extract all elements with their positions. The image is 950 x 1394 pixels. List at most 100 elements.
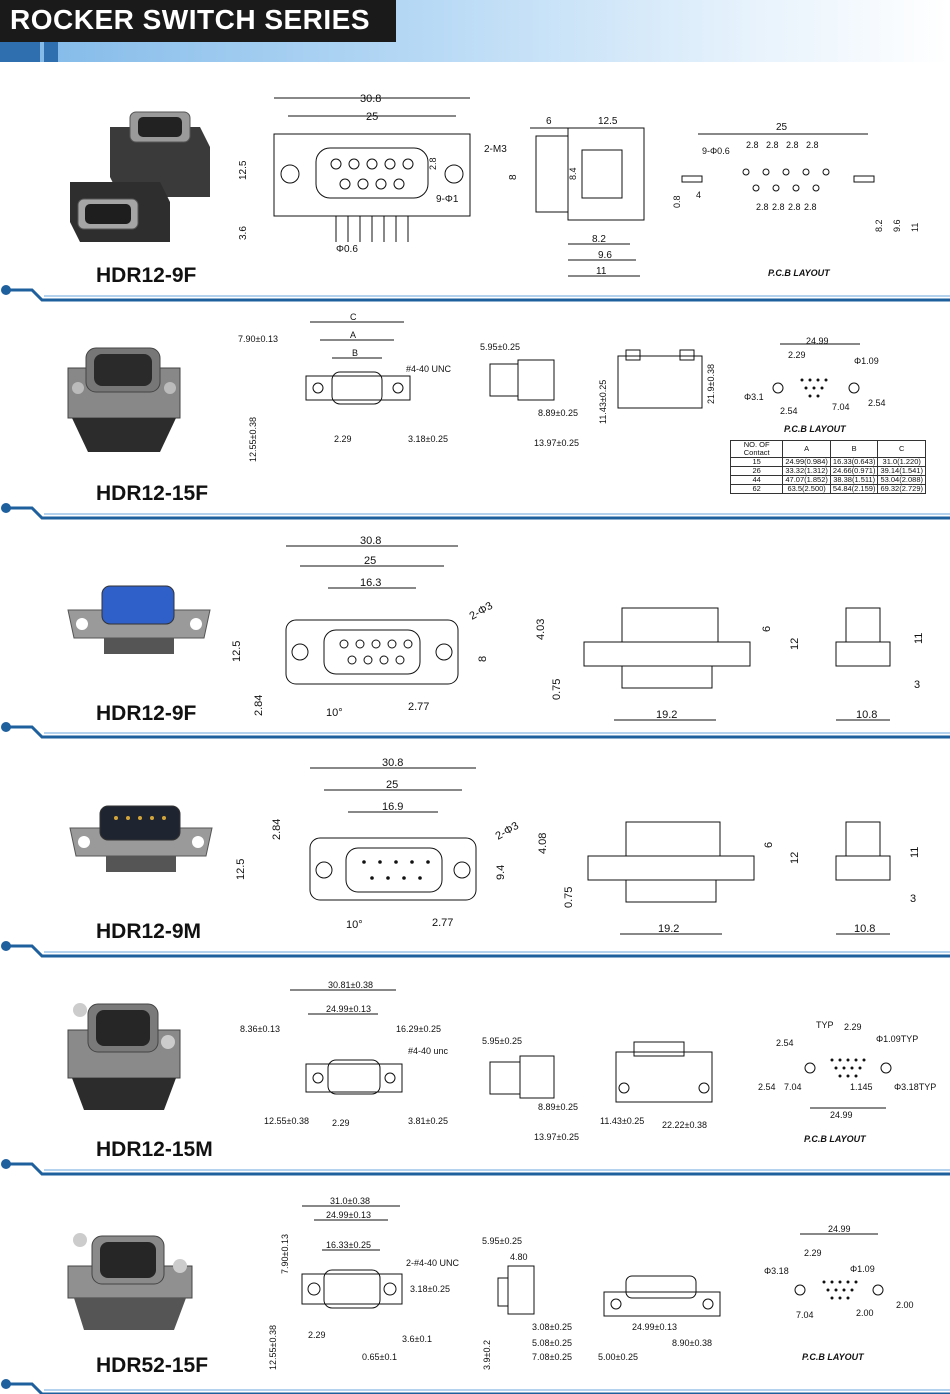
section-divider bbox=[1, 941, 950, 958]
svg-text:4: 4 bbox=[696, 190, 701, 200]
svg-text:30.8: 30.8 bbox=[360, 535, 381, 547]
side-view-drawing: 4.08 0.75 6 12 19.2 bbox=[537, 821, 801, 935]
svg-text:11: 11 bbox=[596, 266, 607, 277]
svg-text:7.04: 7.04 bbox=[832, 402, 850, 412]
front-view-drawing: 30.81±0.38 24.99±0.13 8.36±0.13 16.29±0.… bbox=[240, 980, 449, 1128]
section-divider bbox=[1, 1159, 950, 1176]
svg-text:9.4: 9.4 bbox=[495, 865, 507, 880]
section-hdr12-15f: HDR12-15F C A B 7.90±0.13 #4-40 UNC 12.5… bbox=[0, 302, 950, 520]
svg-text:16.33±0.25: 16.33±0.25 bbox=[326, 1240, 371, 1250]
svg-text:11.43±0.25: 11.43±0.25 bbox=[598, 380, 608, 424]
pcb-layout-drawing: 24.99 2.29 Φ1.09 Φ3.1 2.54 7.04 2.54 P.C… bbox=[744, 336, 886, 434]
svg-text:2-#4-40 UNC: 2-#4-40 UNC bbox=[406, 1258, 460, 1268]
svg-text:A: A bbox=[350, 330, 356, 340]
svg-text:8.89±0.25: 8.89±0.25 bbox=[538, 1102, 578, 1112]
page-title: ROCKER SWITCH SERIES bbox=[10, 4, 371, 35]
svg-text:Φ3.1: Φ3.1 bbox=[744, 392, 764, 402]
pcb-layout-drawing: 25 9-Φ0.6 2.8 2.8 2.8 2.8 0.8 4 2.8 2.8 … bbox=[672, 122, 920, 278]
svg-text:2.29: 2.29 bbox=[804, 1248, 822, 1258]
svg-text:7.90±0.13: 7.90±0.13 bbox=[238, 334, 278, 344]
svg-text:25: 25 bbox=[366, 111, 378, 123]
model-label: HDR12-9M bbox=[96, 920, 202, 943]
svg-text:4.80: 4.80 bbox=[510, 1252, 528, 1262]
svg-text:7.04: 7.04 bbox=[784, 1082, 802, 1092]
svg-text:25: 25 bbox=[364, 555, 376, 567]
model-label: HDR12-9F bbox=[96, 264, 197, 287]
svg-text:8.36±0.13: 8.36±0.13 bbox=[240, 1024, 280, 1034]
svg-text:8: 8 bbox=[477, 656, 489, 662]
svg-text:2-M3: 2-M3 bbox=[484, 144, 507, 155]
connector-photo bbox=[67, 585, 211, 654]
svg-text:21.9±0.38: 21.9±0.38 bbox=[706, 364, 716, 404]
svg-text:8.2: 8.2 bbox=[592, 234, 606, 245]
svg-text:2.8: 2.8 bbox=[786, 140, 799, 150]
side-view-drawing: 6 12.5 8 8.4 8.2 9.6 11 bbox=[508, 116, 645, 277]
svg-text:3.9±0.2: 3.9±0.2 bbox=[482, 1340, 492, 1370]
svg-text:24.99: 24.99 bbox=[828, 1224, 851, 1234]
svg-text:8.89±0.25: 8.89±0.25 bbox=[538, 408, 578, 418]
svg-text:13.97±0.25: 13.97±0.25 bbox=[534, 1132, 579, 1142]
model-label: HDR12-15M bbox=[96, 1138, 213, 1161]
svg-text:P.C.B LAYOUT: P.C.B LAYOUT bbox=[768, 268, 831, 278]
svg-text:13.97±0.25: 13.97±0.25 bbox=[534, 438, 579, 448]
svg-text:Φ0.6: Φ0.6 bbox=[336, 244, 358, 255]
svg-text:8: 8 bbox=[508, 174, 519, 180]
svg-text:25: 25 bbox=[776, 122, 788, 133]
pcb-layout-drawing: TYP 2.29 Φ1.09TYP 2.54 2.54 7.04 1.145 Φ… bbox=[758, 1020, 936, 1144]
svg-text:#4-40 UNC: #4-40 UNC bbox=[406, 364, 452, 374]
title-box: ROCKER SWITCH SERIES bbox=[0, 0, 396, 42]
section-hdr12-15m: HDR12-15M 30.81±0.38 24.99±0.13 8.36±0.1… bbox=[0, 958, 950, 1174]
section-hdr12-9f-b: HDR12-9F 30.8 25 16.3 2-Φ3 12.5 8 2.84 1… bbox=[0, 520, 950, 738]
svg-text:12: 12 bbox=[789, 852, 801, 864]
svg-text:16.3: 16.3 bbox=[360, 577, 381, 589]
connector-photo bbox=[69, 805, 213, 872]
svg-text:2.29: 2.29 bbox=[334, 434, 352, 444]
svg-text:2-Φ3: 2-Φ3 bbox=[468, 600, 495, 623]
svg-text:10.8: 10.8 bbox=[856, 709, 877, 721]
svg-text:3.08±0.25: 3.08±0.25 bbox=[532, 1322, 572, 1332]
section-hdr52-15f: HDR52-15F 31.0±0.38 24.99±0.13 7.90±0.13… bbox=[0, 1174, 950, 1394]
svg-text:12.5: 12.5 bbox=[238, 160, 249, 180]
section-hdr12-9f-a: HDR12-9F 30.8 25 12.5 3.6 2-M3 2.8 9-Φ1 … bbox=[0, 62, 950, 302]
svg-text:30.8: 30.8 bbox=[360, 93, 381, 105]
svg-text:12: 12 bbox=[789, 638, 801, 650]
svg-text:2.54: 2.54 bbox=[758, 1082, 776, 1092]
svg-text:16.29±0.25: 16.29±0.25 bbox=[396, 1024, 441, 1034]
svg-text:3: 3 bbox=[914, 679, 920, 691]
svg-text:2.77: 2.77 bbox=[432, 917, 453, 929]
svg-text:11: 11 bbox=[909, 847, 921, 858]
svg-text:P.C.B LAYOUT: P.C.B LAYOUT bbox=[804, 1134, 867, 1144]
svg-text:24.99: 24.99 bbox=[830, 1110, 853, 1120]
connector-photo bbox=[67, 1233, 193, 1330]
svg-text:7.90±0.13: 7.90±0.13 bbox=[280, 1234, 290, 1274]
side-view-drawing: 5.95±0.25 8.89±0.25 13.97±0.25 bbox=[482, 1036, 579, 1142]
end-view-drawing: 11 3 10.8 bbox=[835, 607, 925, 721]
svg-text:30.8: 30.8 bbox=[382, 757, 403, 769]
svg-text:8.90±0.38: 8.90±0.38 bbox=[672, 1338, 712, 1348]
svg-text:16.9: 16.9 bbox=[382, 801, 403, 813]
svg-text:3: 3 bbox=[910, 893, 916, 905]
svg-text:Φ3.18TYP: Φ3.18TYP bbox=[894, 1082, 936, 1092]
end-view-drawing: 11 3 10.8 bbox=[835, 821, 921, 935]
svg-text:0.75: 0.75 bbox=[551, 679, 563, 700]
svg-text:#4-40 unc: #4-40 unc bbox=[408, 1046, 449, 1056]
svg-text:31.0±0.38: 31.0±0.38 bbox=[330, 1196, 370, 1206]
svg-text:9-Φ0.6: 9-Φ0.6 bbox=[702, 146, 730, 156]
section-divider bbox=[1, 285, 950, 302]
svg-text:9-Φ1: 9-Φ1 bbox=[436, 194, 459, 205]
svg-text:2.29: 2.29 bbox=[844, 1022, 862, 1032]
model-label: HDR12-15F bbox=[96, 482, 209, 505]
svg-text:2.77: 2.77 bbox=[408, 701, 429, 713]
svg-text:2.29: 2.29 bbox=[308, 1330, 326, 1340]
svg-text:12.5: 12.5 bbox=[231, 641, 243, 662]
page-header: ROCKER SWITCH SERIES bbox=[0, 0, 950, 62]
svg-text:2-Φ3: 2-Φ3 bbox=[494, 820, 521, 843]
svg-text:P.C.B LAYOUT: P.C.B LAYOUT bbox=[784, 424, 847, 434]
front-view-drawing: 31.0±0.38 24.99±0.13 7.90±0.13 16.33±0.2… bbox=[268, 1196, 460, 1370]
svg-text:9.6: 9.6 bbox=[598, 250, 612, 261]
svg-text:24.99±0.13: 24.99±0.13 bbox=[326, 1210, 371, 1220]
svg-text:2.54: 2.54 bbox=[776, 1038, 794, 1048]
svg-text:8.2: 8.2 bbox=[874, 219, 884, 232]
